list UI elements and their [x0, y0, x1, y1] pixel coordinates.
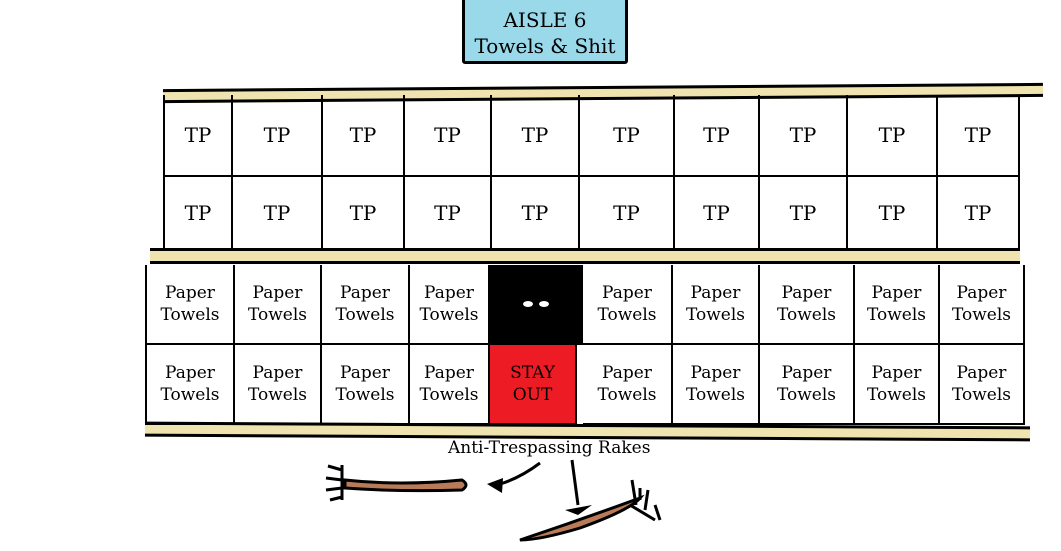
- aisle-number: AISLE 6: [503, 8, 587, 32]
- paper-towel-cell: Paper Towels: [145, 265, 235, 345]
- tp-cell: TP: [580, 95, 675, 177]
- paper-towel-cell: Paper Towels: [760, 265, 855, 345]
- tp-cell: TP: [760, 177, 848, 250]
- paper-towel-cell: Paper Towels: [145, 345, 235, 425]
- paper-towel-cell: Paper Towels: [673, 265, 760, 345]
- tp-cell: TP: [938, 177, 1020, 250]
- tp-cell: TP: [233, 177, 323, 250]
- aisle-sign: AISLE 6 Towels & Shit: [462, 0, 628, 64]
- paper-towel-cell: Paper Towels: [235, 345, 322, 425]
- stay-out-sign: STAY OUT: [490, 345, 577, 425]
- tp-cell: TP: [848, 177, 938, 250]
- tp-cell: TP: [848, 95, 938, 177]
- arrow-down-icon: [565, 459, 592, 515]
- tp-cell: TP: [675, 95, 760, 177]
- tp-cell: TP: [163, 95, 233, 177]
- rakes-label: Anti-Trespassing Rakes: [448, 438, 651, 458]
- tp-cell: TP: [492, 95, 580, 177]
- paper-towel-cell: Paper Towels: [583, 265, 673, 345]
- paper-towel-cell: Paper Towels: [673, 345, 760, 425]
- paper-towel-cell: Paper Towels: [410, 345, 490, 425]
- tp-cell: TP: [323, 95, 405, 177]
- rake-right: [519, 479, 662, 542]
- paper-towel-cell: Paper Towels: [855, 345, 940, 425]
- tp-cell: TP: [938, 95, 1020, 177]
- paper-towel-cell: Paper Towels: [235, 265, 322, 345]
- rake-left: [325, 464, 468, 502]
- paper-towel-cell: Paper Towels: [322, 265, 410, 345]
- tp-cell: TP: [405, 177, 492, 250]
- paper-towel-cell: Paper Towels: [322, 345, 410, 425]
- tp-cell: TP: [760, 95, 848, 177]
- paper-towel-cell: Paper Towels: [855, 265, 940, 345]
- tp-cell: TP: [233, 95, 323, 177]
- paper-towel-cell: Paper Towels: [410, 265, 490, 345]
- arrow-left-icon: [487, 461, 541, 493]
- tp-cell: TP: [405, 95, 492, 177]
- aisle-category: Towels & Shit: [474, 34, 616, 58]
- paper-towel-cell: Paper Towels: [940, 345, 1025, 425]
- paper-towel-cell: Paper Towels: [940, 265, 1025, 345]
- eyes-icon: [522, 301, 549, 307]
- tp-cell: TP: [580, 177, 675, 250]
- tp-cell: TP: [323, 177, 405, 250]
- tp-cell: TP: [675, 177, 760, 250]
- paper-towel-cell: Paper Towels: [583, 345, 673, 425]
- tp-cell: TP: [492, 177, 580, 250]
- dark-cell-with-eyes: [490, 265, 583, 345]
- tp-cell: TP: [163, 177, 233, 250]
- paper-towel-cell: Paper Towels: [760, 345, 855, 425]
